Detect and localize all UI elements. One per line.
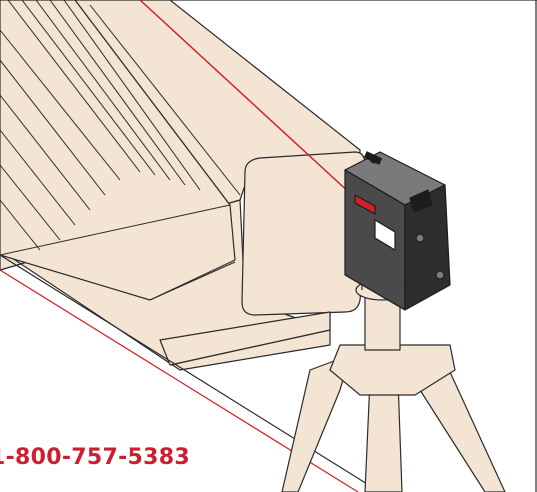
machine <box>0 0 366 371</box>
laser-beam <box>139 0 353 196</box>
laser-device <box>344 151 451 311</box>
phone-number: 1-800-757-5383 <box>0 445 190 470</box>
machine-ribs <box>0 0 241 301</box>
